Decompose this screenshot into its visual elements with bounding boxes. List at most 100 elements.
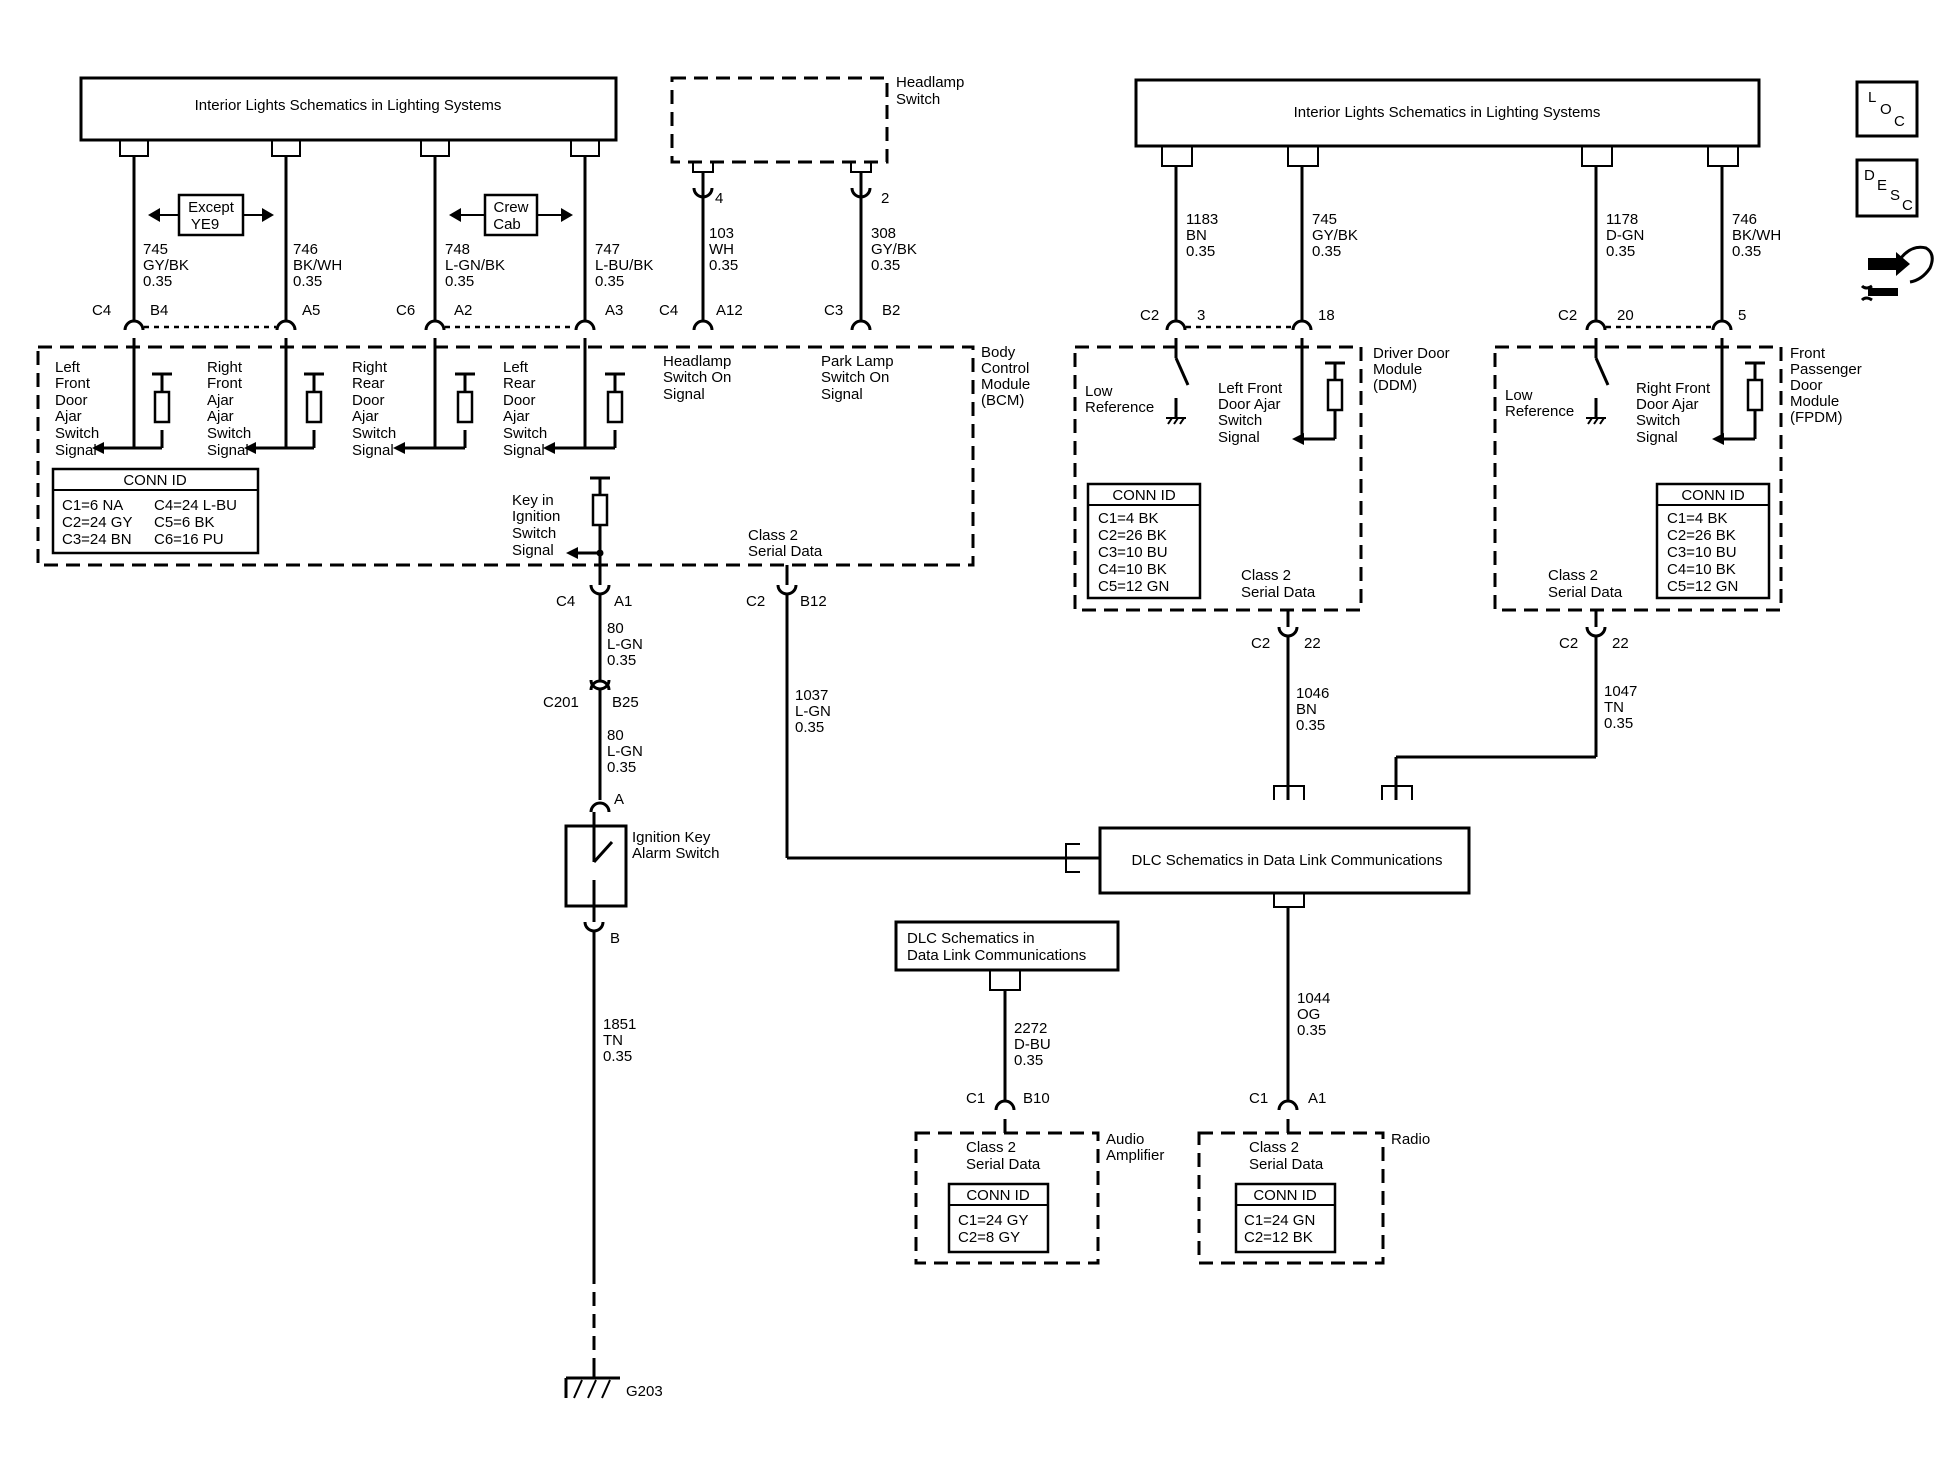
svg-text:A: A <box>614 791 624 808</box>
svg-text:Signal: Signal <box>1636 429 1678 446</box>
svg-text:A3: A3 <box>605 302 623 319</box>
svg-text:WH: WH <box>709 241 734 258</box>
svg-text:C1=6 NA: C1=6 NA <box>62 497 123 514</box>
svg-text:103: 103 <box>709 225 734 242</box>
svg-text:B: B <box>610 930 620 947</box>
svg-text:Ignition: Ignition <box>512 508 560 525</box>
dlc-main-box[interactable] <box>1098 826 1471 895</box>
svg-text:3: 3 <box>1197 307 1205 324</box>
svg-text:Class 2: Class 2 <box>748 527 798 544</box>
svg-text:Ajar: Ajar <box>207 392 234 409</box>
svg-text:A1: A1 <box>1308 1090 1326 1107</box>
front-passenger-door-module[interactable] <box>1493 345 1783 612</box>
svg-text:C201: C201 <box>543 694 579 711</box>
svg-text:C2: C2 <box>1251 635 1270 652</box>
svg-text:Front: Front <box>207 375 243 392</box>
ground-g203-icon: G203 <box>564 1365 663 1400</box>
svg-text:0.35: 0.35 <box>871 257 900 274</box>
bcm-module[interactable] <box>36 345 975 567</box>
svg-text:GY/BK: GY/BK <box>143 257 189 274</box>
svg-text:80: 80 <box>607 620 624 637</box>
svg-text:Right Front: Right Front <box>1636 380 1711 397</box>
svg-text:0.35: 0.35 <box>1312 243 1341 260</box>
svg-text:C2: C2 <box>1559 635 1578 652</box>
svg-text:Key in: Key in <box>512 492 554 509</box>
svg-text:Switch: Switch <box>55 425 99 442</box>
svg-text:D: D <box>1864 167 1875 184</box>
svg-text:CONN ID: CONN ID <box>966 1187 1030 1204</box>
svg-text:Ajar: Ajar <box>352 408 379 425</box>
svg-text:748: 748 <box>445 241 470 258</box>
svg-text:C: C <box>1894 113 1905 130</box>
svg-text:CONN ID: CONN ID <box>1112 487 1176 504</box>
svg-text:Alarm Switch: Alarm Switch <box>632 845 720 862</box>
svg-text:CONN ID: CONN ID <box>123 472 187 489</box>
svg-text:0.35: 0.35 <box>595 273 624 290</box>
svg-text:OG: OG <box>1297 1006 1320 1023</box>
svg-text:4: 4 <box>715 190 723 207</box>
ignition-chain: C4 A1 80 L-GN 0.35 C201 B25 80 L-GN 0.35… <box>543 584 643 813</box>
svg-text:BN: BN <box>1296 701 1317 718</box>
svg-text:1044: 1044 <box>1297 990 1330 1007</box>
interior-lights-box-left[interactable] <box>79 76 618 142</box>
svg-text:0.35: 0.35 <box>1606 243 1635 260</box>
svg-text:C5=12 GN: C5=12 GN <box>1098 578 1169 595</box>
svg-text:Left Front: Left Front <box>1218 380 1283 397</box>
bcm-title-3: Module <box>981 376 1030 393</box>
svg-text:C3=24 BN: C3=24 BN <box>62 531 132 548</box>
svg-text:CONN ID: CONN ID <box>1253 1187 1317 1204</box>
svg-text:C2=26 BK: C2=26 BK <box>1667 527 1736 544</box>
svg-text:Low: Low <box>1085 383 1113 400</box>
svg-text:Serial Data: Serial Data <box>1548 584 1623 601</box>
driver-door-module[interactable] <box>1073 345 1363 612</box>
svg-text:TN: TN <box>603 1032 623 1049</box>
svg-text:C6: C6 <box>396 302 415 319</box>
ddm-internals: Low Reference Left Front Door Ajar Switc… <box>1085 338 1345 800</box>
dlc-small-box[interactable] <box>894 920 1120 972</box>
svg-text:C1=4 BK: C1=4 BK <box>1667 510 1727 527</box>
loc-icon[interactable]: L O C <box>1855 80 1919 138</box>
svg-text:745: 745 <box>143 241 168 258</box>
radio-module[interactable] <box>1197 1131 1385 1265</box>
svg-text:Class 2: Class 2 <box>1249 1139 1299 1156</box>
except-ye9-line2: YE9 <box>191 216 219 233</box>
svg-text:G203: G203 <box>626 1383 663 1400</box>
svg-text:Audio: Audio <box>1106 1131 1144 1148</box>
fpdm-title-4: Module <box>1790 393 1839 410</box>
svg-text:Ajar: Ajar <box>503 408 530 425</box>
audio-amplifier-module[interactable] <box>914 1131 1100 1265</box>
headlamp-switch-box[interactable] <box>670 76 889 164</box>
bcm-conn-id: CONN ID C1=6 NA C4=24 L-BU C2=24 GY C5=6… <box>51 467 260 555</box>
svg-text:C4=10 BK: C4=10 BK <box>1098 561 1167 578</box>
svg-text:A12: A12 <box>716 302 743 319</box>
svg-text:Switch On: Switch On <box>663 369 731 386</box>
ignition-key-alarm-switch[interactable] <box>564 824 628 908</box>
svg-text:C4=24 L-BU: C4=24 L-BU <box>154 497 237 514</box>
svg-text:Door Ajar: Door Ajar <box>1636 396 1699 413</box>
svg-text:L: L <box>1868 89 1876 106</box>
svg-text:Radio: Radio <box>1391 1131 1430 1148</box>
svg-text:C5=12 GN: C5=12 GN <box>1667 578 1738 595</box>
svg-text:BK/WH: BK/WH <box>293 257 342 274</box>
desc-icon[interactable]: D E S C <box>1855 158 1919 218</box>
svg-text:C2: C2 <box>746 593 765 610</box>
svg-text:1037: 1037 <box>795 687 828 704</box>
interior-lights-box-right[interactable] <box>1134 78 1761 148</box>
headlamp-switch-label-2: Switch <box>896 91 940 108</box>
svg-text:Ajar: Ajar <box>55 408 82 425</box>
svg-text:C2=12 BK: C2=12 BK <box>1244 1229 1313 1246</box>
svg-text:Left: Left <box>55 359 81 376</box>
svg-text:C1=24 GN: C1=24 GN <box>1244 1212 1315 1229</box>
svg-text:C1: C1 <box>966 1090 985 1107</box>
interior-lights-label-right: Interior Lights Schematics in Lighting S… <box>1294 104 1601 121</box>
svg-text:308: 308 <box>871 225 896 242</box>
svg-text:L-GN: L-GN <box>607 743 643 760</box>
svg-text:Rear: Rear <box>503 375 536 392</box>
svg-text:C4=10 BK: C4=10 BK <box>1667 561 1736 578</box>
svg-text:2272: 2272 <box>1014 1020 1047 1037</box>
connector-tool-icon[interactable] <box>1860 245 1934 302</box>
svg-text:Switch: Switch <box>1218 412 1262 429</box>
svg-text:C5=6 BK: C5=6 BK <box>154 514 214 531</box>
ignition-switch-internals: Ignition Key Alarm Switch B 1851 TN 0.35 <box>583 812 720 1365</box>
svg-text:747: 747 <box>595 241 620 258</box>
